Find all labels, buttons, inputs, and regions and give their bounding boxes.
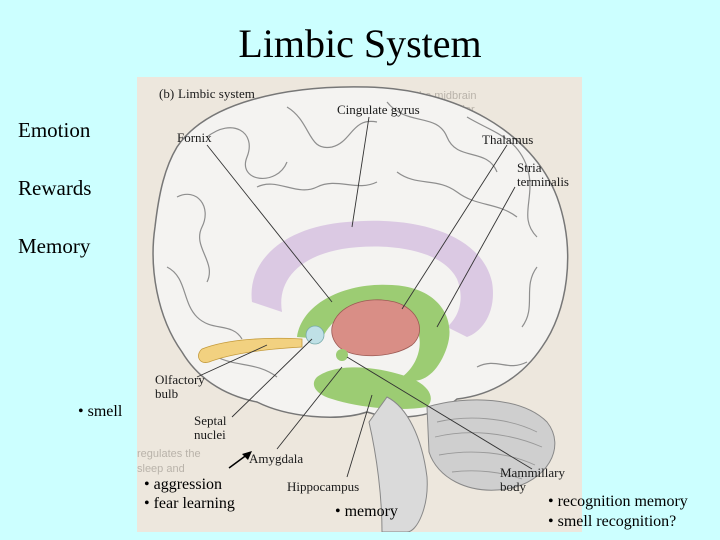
label-stria-line2: terminalis — [517, 174, 569, 189]
label-memory: Memory — [18, 234, 91, 258]
thalamus-shape — [331, 299, 420, 357]
label-olfactory-line2: bulb — [155, 386, 178, 401]
note-recognition-memory: • recognition memory — [548, 493, 688, 510]
cerebellum-folia — [434, 417, 543, 480]
note-smell-recognition: • smell recognition? — [548, 513, 677, 530]
slide-title: Limbic System — [238, 21, 482, 66]
label-mammillary-line1: Mammillary — [500, 465, 565, 480]
fornix — [297, 284, 450, 381]
label-thalamus: Thalamus — [482, 132, 533, 147]
svg-text:regulates the: regulates the — [137, 448, 201, 460]
brainstem — [368, 396, 428, 532]
label-septal-line1: Septal — [194, 413, 227, 428]
leader-lines — [196, 116, 533, 478]
panel-title: Limbic system — [178, 86, 255, 101]
cortex-gyri — [166, 101, 538, 378]
septal-nuclei-shape — [305, 325, 325, 345]
note-fear-learning: • fear learning — [144, 495, 235, 512]
note-smell: • smell — [78, 403, 123, 420]
label-fornix: Fornix — [177, 130, 212, 145]
cerebellum — [426, 399, 556, 491]
label-cingulate-gyrus: Cingulate gyrus — [337, 102, 420, 117]
note-memory: • memory — [335, 503, 398, 520]
hippocampus-shape — [313, 367, 431, 410]
olfactory-bulb-shape — [198, 337, 303, 363]
note-aggression: • aggression — [144, 476, 223, 493]
mammillary-shape — [336, 349, 348, 361]
label-rewards: Rewards — [18, 176, 92, 200]
label-amygdala: Amygdala — [249, 451, 303, 466]
label-septal-line2: nuclei — [194, 427, 226, 442]
label-stria-line1: Stria — [517, 160, 542, 175]
limbic-system-figure: The dorsal portion of the midbrain inclu… — [137, 77, 582, 532]
amygdala-arrow-icon — [228, 451, 252, 469]
panel-letter: (b) — [159, 86, 174, 101]
svg-text:sleep and: sleep and — [137, 463, 185, 475]
cingulate-gyrus — [251, 220, 493, 337]
label-hippocampus: Hippocampus — [287, 479, 359, 494]
label-olfactory-line1: Olfactory — [155, 372, 205, 387]
label-emotion: Emotion — [18, 118, 91, 142]
label-mammillary-line2: body — [500, 479, 527, 494]
